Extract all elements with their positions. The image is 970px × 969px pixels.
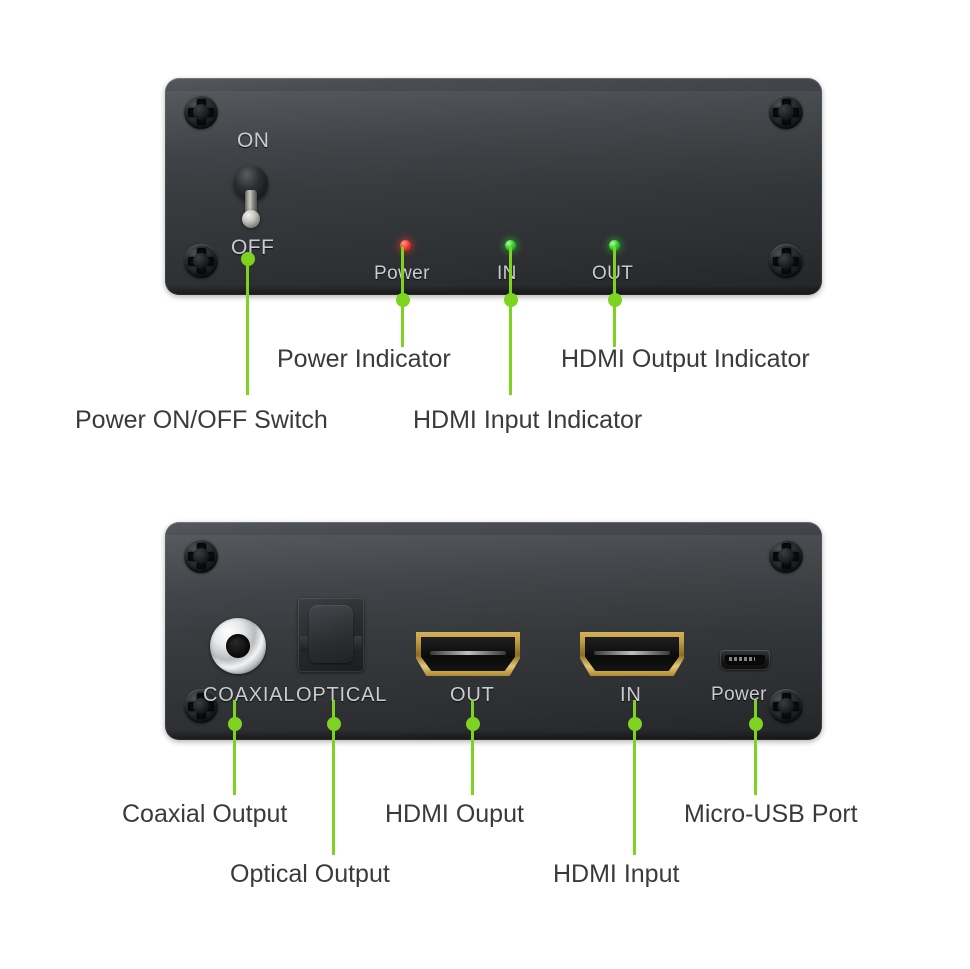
hdmi-out-led [609, 240, 620, 251]
callout-line-coaxial-output [233, 700, 236, 795]
callout-label-optical-output: Optical Output [230, 860, 390, 888]
hdmi-output-port[interactable] [416, 632, 520, 676]
switch-off-label: OFF [231, 236, 275, 259]
hdmi-output-contact-bar [430, 651, 506, 655]
optical-tab-right [354, 636, 362, 652]
micro-usb-port-label: Power [711, 684, 767, 705]
callout-line-power-switch [246, 262, 249, 395]
callout-label-power-indicator: Power Indicator [277, 345, 451, 373]
callout-label-hdmi-input-indicator: HDMI Input Indicator [413, 406, 643, 434]
screw-top-left [184, 539, 218, 573]
callout-line-micro-usb-port [754, 700, 757, 795]
hdmi-input-port-label: IN [620, 684, 642, 706]
hdmi-out-led-label: OUT [592, 263, 633, 285]
hdmi-in-led-label: IN [497, 263, 517, 284]
callout-line-optical-output [332, 700, 335, 855]
screw-bottom-left [184, 244, 218, 278]
callout-label-power-switch: Power ON/OFF Switch [75, 406, 328, 434]
hdmi-input-port[interactable] [580, 632, 684, 676]
hdmi-input-contact-bar [594, 651, 670, 655]
callout-label-hdmi-output-indicator: HDMI Output Indicator [561, 345, 810, 373]
callout-line-hdmi-input [633, 700, 636, 855]
callout-label-micro-usb-port: Micro-USB Port [684, 800, 858, 828]
callout-line-hdmi-input-indicator [509, 247, 512, 395]
optical-shutter [309, 605, 353, 663]
screw-bottom-right [769, 244, 803, 278]
screw-top-right [769, 539, 803, 573]
micro-usb-power-port[interactable] [720, 650, 770, 670]
toggle-tip [242, 210, 260, 228]
power-toggle-switch[interactable] [234, 166, 268, 228]
callout-line-power-indicator [401, 247, 404, 347]
screw-bottom-right [769, 689, 803, 723]
hdmi-in-led [505, 240, 516, 251]
rear-panel-device: COAXIAL OPTICAL OUT IN Power [165, 522, 822, 740]
callout-line-hdmi-output-indicator [613, 247, 616, 347]
callout-line-hdmi-output [471, 700, 474, 795]
screw-top-right [769, 95, 803, 129]
coaxial-port-label: COAXIAL [203, 684, 296, 706]
hdmi-output-port-label: OUT [450, 684, 495, 706]
optical-output-port[interactable] [298, 598, 364, 672]
front-panel-device: ON OFF Power IN OUT [165, 78, 822, 295]
micro-usb-pins [729, 657, 755, 661]
coaxial-output-port[interactable] [210, 618, 266, 674]
switch-on-label: ON [237, 129, 270, 152]
power-led [400, 240, 411, 251]
optical-port-label: OPTICAL [296, 684, 388, 706]
screw-top-left [184, 95, 218, 129]
panel-sheen-rear [165, 535, 822, 636]
callout-dot-power-switch [241, 252, 255, 266]
callout-label-hdmi-input: HDMI Input [553, 860, 680, 888]
screw-bottom-left [184, 689, 218, 723]
panel-bottom-bevel [165, 285, 822, 295]
optical-tab-left [300, 636, 308, 652]
callout-label-coaxial-output: Coaxial Output [122, 800, 288, 828]
panel-bottom-bevel-rear [165, 730, 822, 740]
callout-label-hdmi-output: HDMI Ouput [385, 800, 524, 828]
